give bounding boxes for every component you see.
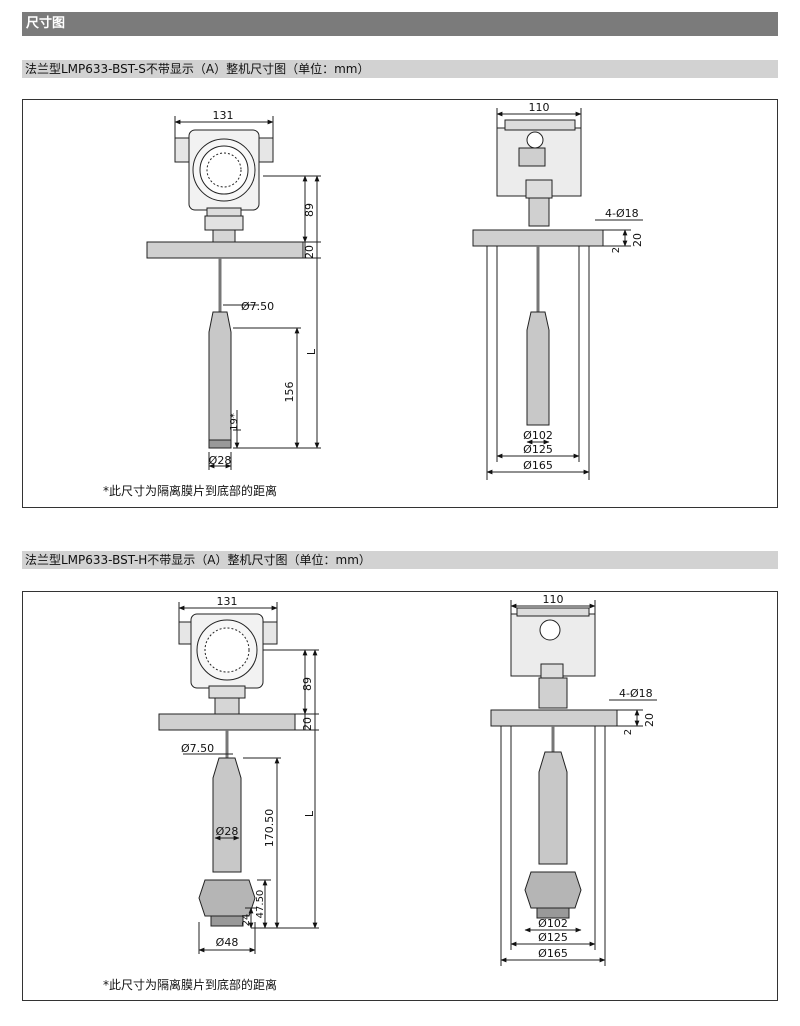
dim-d1-h: Ø102 bbox=[538, 917, 568, 930]
probe-s bbox=[208, 311, 232, 441]
dim-probe-dia-s: Ø28 bbox=[209, 454, 232, 467]
dim-side-width-h: 110 bbox=[543, 593, 564, 606]
dim-d3-h: Ø165 bbox=[538, 947, 568, 960]
flange-side-s bbox=[472, 229, 604, 247]
dim-d2-h: Ø125 bbox=[538, 931, 568, 944]
dim-probe-length-h: 170.50 bbox=[263, 809, 276, 848]
dim-bolts-s: 4-Ø18 bbox=[605, 207, 639, 220]
dim-side-flange-s: 20 bbox=[631, 233, 644, 247]
dim-d2-s: Ø125 bbox=[523, 443, 553, 456]
drawing-s-header: 法兰型LMP633-BST-S不带显示（A）整机尺寸图（单位：mm） bbox=[22, 60, 778, 78]
dim-width-s: 131 bbox=[213, 109, 234, 122]
dim-flange-thickness-s: 20 bbox=[303, 245, 316, 259]
section-header: 尺寸图 bbox=[22, 12, 778, 36]
dim-probe-dia-h: Ø28 bbox=[216, 825, 239, 838]
probe-side-h bbox=[538, 751, 568, 865]
drawing-h-header: 法兰型LMP633-BST-H不带显示（A）整机尺寸图（单位：mm） bbox=[22, 551, 778, 569]
drawing-h-note: *此尺寸为隔离膜片到底部的距离 bbox=[103, 978, 278, 992]
drawing-h-svg: 131 89 20 Ø7.50 L 170.50 Ø28 47.50 24 Ø4… bbox=[158, 593, 657, 966]
drawing-h-title: 法兰型LMP633-BST-H不带显示（A）整机尺寸图（单位：mm） bbox=[25, 553, 371, 567]
base-h bbox=[198, 879, 256, 917]
probe-side-s bbox=[526, 311, 550, 426]
dim-flange-thickness-h: 20 bbox=[301, 717, 314, 731]
probe-h bbox=[212, 757, 242, 873]
dim-step-s: 2 bbox=[611, 247, 622, 253]
dim-tip-s: 19* bbox=[229, 413, 240, 431]
housing-front-s bbox=[174, 129, 274, 243]
dim-base-dia-h: Ø48 bbox=[216, 936, 239, 949]
dim-width-h: 131 bbox=[217, 595, 238, 608]
housing-side-h bbox=[510, 607, 596, 709]
dim-bolts-h: 4-Ø18 bbox=[619, 687, 653, 700]
dim-side-width-s: 110 bbox=[529, 101, 550, 114]
dim-total-h: L bbox=[303, 810, 316, 817]
dim-total-s: L bbox=[305, 348, 318, 355]
housing-side-s bbox=[496, 119, 582, 227]
dim-step-h: 2 bbox=[623, 729, 634, 735]
drawing-s-svg: 131 89 20 Ø7.50 L 156 19* Ø28 110 4-Ø18 … bbox=[146, 101, 644, 480]
dim-side-flange-h: 20 bbox=[643, 713, 656, 727]
flange-side-h bbox=[490, 709, 618, 727]
dim-housing-height-h: 89 bbox=[301, 677, 314, 691]
dim-base-length-h: 47.50 bbox=[255, 890, 266, 919]
drawing-s-frame: 131 89 20 Ø7.50 L 156 19* Ø28 110 4-Ø18 … bbox=[22, 99, 778, 508]
dim-tip-h: 24 bbox=[241, 914, 252, 927]
dim-cable-dia-s: Ø7.50 bbox=[241, 300, 274, 313]
section-title: 尺寸图 bbox=[26, 16, 66, 31]
drawing-s-note: *此尺寸为隔离膜片到底部的距离 bbox=[103, 484, 278, 498]
dim-probe-length-s: 156 bbox=[283, 382, 296, 403]
dim-housing-height-s: 89 bbox=[303, 203, 316, 217]
dim-d1-s: Ø102 bbox=[523, 429, 553, 442]
housing-front-h bbox=[178, 613, 278, 715]
dim-d3-s: Ø165 bbox=[523, 459, 553, 472]
flange-front-h bbox=[158, 713, 296, 731]
dim-cable-dia-h: Ø7.50 bbox=[181, 742, 214, 755]
drawing-h-frame: 131 89 20 Ø7.50 L 170.50 Ø28 47.50 24 Ø4… bbox=[22, 591, 778, 1001]
drawing-s-title: 法兰型LMP633-BST-S不带显示（A）整机尺寸图（单位：mm） bbox=[25, 62, 370, 76]
flange-front-s bbox=[146, 241, 304, 259]
